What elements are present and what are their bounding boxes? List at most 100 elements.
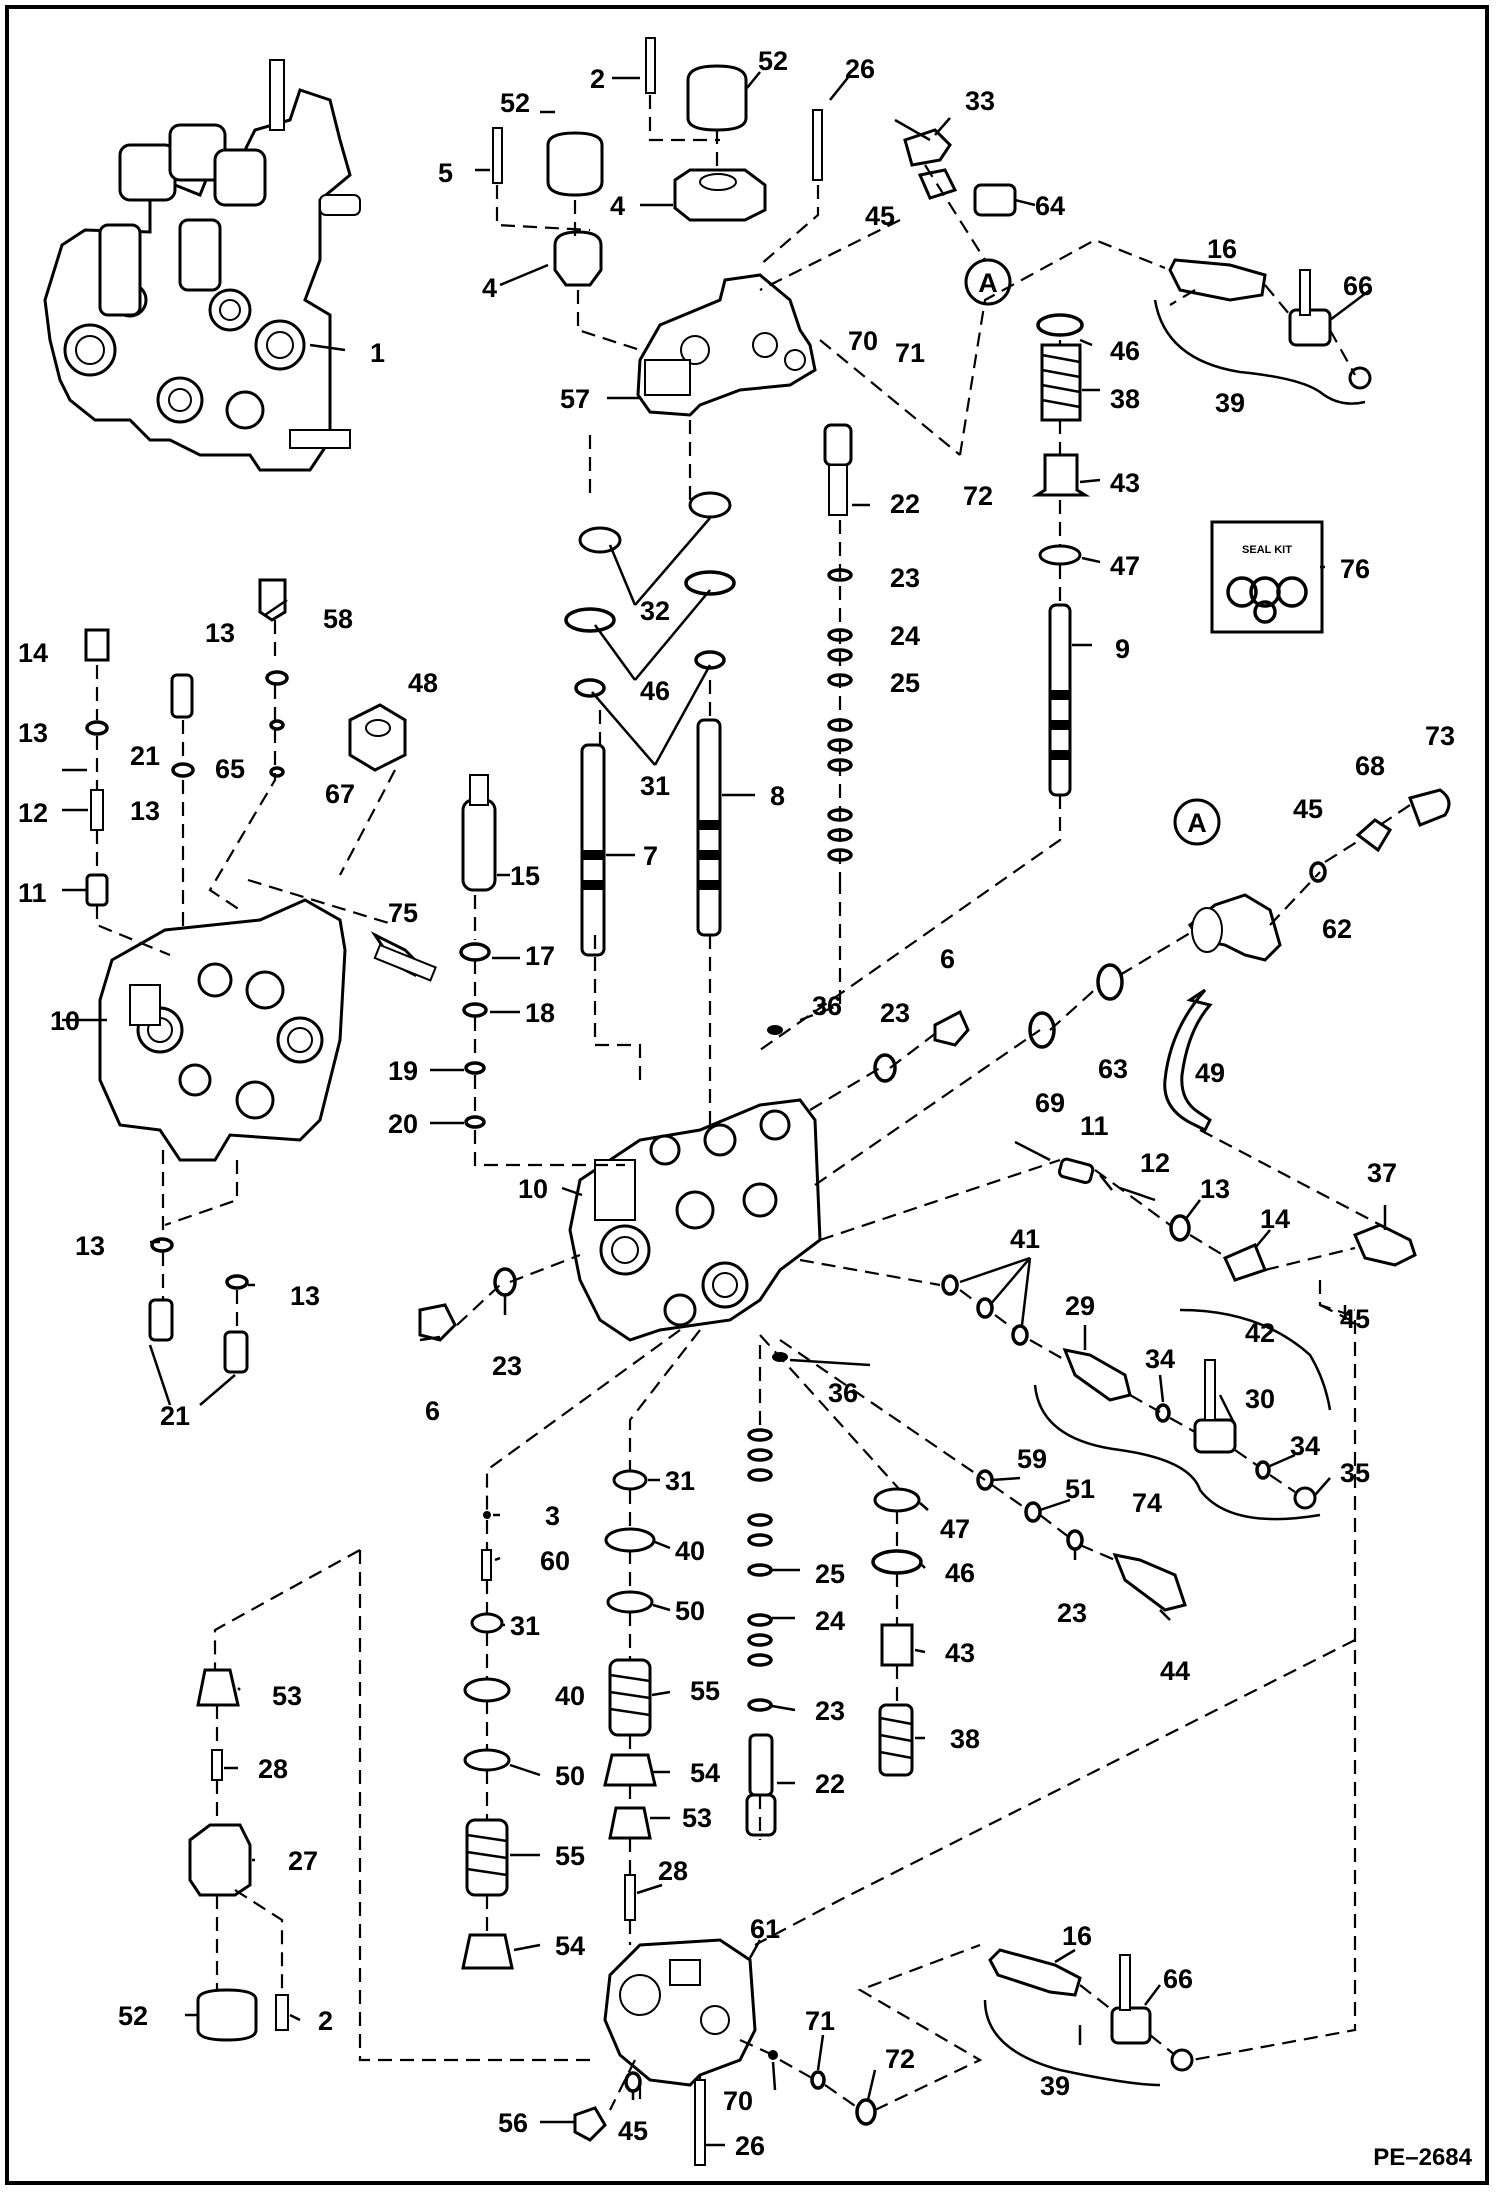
part-label: 1 <box>370 338 385 368</box>
part-label: 56 <box>498 2108 528 2138</box>
part-label: 20 <box>388 1109 418 1139</box>
part-label: 16 <box>1062 1921 1092 1951</box>
part-label: 30 <box>1245 1384 1275 1414</box>
part-label: 65 <box>215 754 245 784</box>
part-label: 60 <box>540 1546 570 1576</box>
part-label: 71 <box>895 338 925 368</box>
part-label: 40 <box>555 1681 585 1711</box>
part-label: 40 <box>675 1536 705 1566</box>
part-label: 53 <box>272 1681 302 1711</box>
part-label: 23 <box>1057 1598 1087 1628</box>
spool-stack-lower-center <box>603 1469 657 1921</box>
part-label: 13 <box>130 796 160 826</box>
part-label: 64 <box>1035 191 1065 221</box>
part-label: 11 <box>18 878 47 908</box>
caps-upper <box>546 64 767 287</box>
part-label: 26 <box>845 54 875 84</box>
part-label: 45 <box>865 201 895 231</box>
part-label: 76 <box>1340 554 1370 584</box>
part-label: 24 <box>815 1606 845 1636</box>
part-label: 6 <box>425 1396 440 1426</box>
part-label: 27 <box>288 1846 318 1876</box>
seal-rings-lower <box>745 1428 777 1837</box>
part-label: 70 <box>723 2086 753 2116</box>
part-label: 23 <box>492 1351 522 1381</box>
part-label: 9 <box>1115 634 1130 664</box>
part-label: 58 <box>323 604 353 634</box>
part-label: 13 <box>18 718 48 748</box>
part-label: 50 <box>555 1761 585 1791</box>
part-label: 25 <box>890 668 920 698</box>
part-label: 42 <box>1245 1318 1275 1348</box>
valve-body-center <box>568 1098 822 1342</box>
fitting-33-64 <box>894 118 1017 217</box>
part-label: 15 <box>510 861 540 891</box>
part-label: 48 <box>408 668 438 698</box>
part-label: 3 <box>545 1501 560 1531</box>
part-label: 18 <box>525 998 555 1028</box>
part-label: 52 <box>500 88 530 118</box>
part-label: 23 <box>815 1696 845 1726</box>
screws-top <box>492 37 823 184</box>
spool-stack-center <box>580 423 853 957</box>
part-label: 16 <box>1207 234 1237 264</box>
part-label: 23 <box>890 563 920 593</box>
part-label: 14 <box>18 638 48 668</box>
part-label: 2 <box>590 64 605 94</box>
part-number-labels: 2 52 26 33 52 5 4 64 45 4 16 66 1 70 71 … <box>18 46 1455 2161</box>
part-label: 57 <box>560 384 590 414</box>
part-label: 25 <box>815 1559 845 1589</box>
cap-assembly-27 <box>188 1668 289 2042</box>
part-label: 55 <box>555 1841 585 1871</box>
part-label: 70 <box>848 326 878 356</box>
relief-assembly-39-upper <box>1168 258 1372 390</box>
left-small-parts <box>84 578 407 907</box>
part-label: 17 <box>525 941 555 971</box>
part-label: 62 <box>1322 914 1352 944</box>
seal-kit-label: SEAL KIT <box>1242 544 1292 556</box>
part-label: 13 <box>1200 1174 1230 1204</box>
leader-lines <box>62 71 1387 2147</box>
svg-text:A: A <box>978 268 998 298</box>
part-label: 45 <box>1293 794 1323 824</box>
part-label: 54 <box>690 1758 720 1788</box>
relief-assembly-39-lower <box>988 1948 1194 2072</box>
part-label: 43 <box>1110 468 1140 498</box>
bottom-cap-housing-61 <box>603 1938 757 2087</box>
part-label: 19 <box>388 1056 418 1086</box>
bolt-75 <box>370 931 437 982</box>
part-label: 13 <box>205 618 235 648</box>
part-label: 38 <box>1110 384 1140 414</box>
fitting-44-group <box>976 1469 1187 1612</box>
fitting-62 <box>1187 788 1451 962</box>
callout-a-lower: A <box>1173 798 1221 846</box>
part-label: 50 <box>675 1596 705 1626</box>
part-label: 43 <box>945 1638 975 1668</box>
part-label: 33 <box>965 86 995 116</box>
spool-stack-lower-right <box>871 1487 923 1777</box>
part-label: 46 <box>945 1558 975 1588</box>
part-label: 8 <box>770 781 785 811</box>
part-label: 31 <box>510 1611 540 1641</box>
part-label: 7 <box>643 841 658 871</box>
part-label: 66 <box>1343 271 1373 301</box>
part-label: 75 <box>388 898 418 928</box>
part-label: 49 <box>1195 1058 1225 1088</box>
part-label: 54 <box>555 1931 585 1961</box>
part-label: 45 <box>618 2116 648 2146</box>
part-label: 53 <box>682 1803 712 1833</box>
seal-kit-box: SEAL KIT <box>1210 520 1324 634</box>
part-label: 46 <box>1110 336 1140 366</box>
top-cap-housing-57 <box>636 273 817 417</box>
part-label: 34 <box>1145 1344 1175 1374</box>
figure-code: PE–2684 <box>1373 2144 1472 2171</box>
part-label: 5 <box>438 158 453 188</box>
part-label: 66 <box>1163 1964 1193 1994</box>
fittings-21 <box>148 1237 249 1374</box>
part-label: 35 <box>1340 1458 1370 1488</box>
valve-assembly-illustration <box>43 59 361 472</box>
part-label: 11 <box>1080 1111 1109 1141</box>
part-label: 41 <box>1010 1224 1040 1254</box>
diagram-border <box>5 5 1489 2185</box>
